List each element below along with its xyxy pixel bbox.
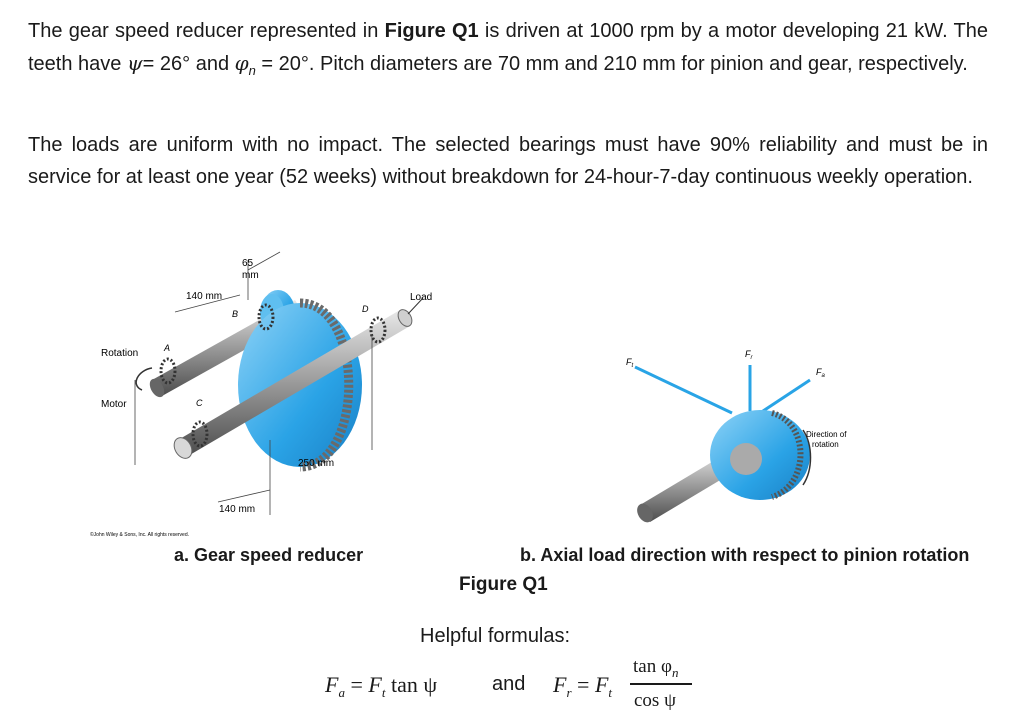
text-run: = 20°. Pitch diameters are 70 mm and 210… (255, 52, 968, 75)
dimension-140-top: 140 mm (186, 291, 222, 302)
load-arrow-icon (407, 297, 424, 315)
fr-label: Fr (745, 349, 754, 361)
formulas-heading: Helpful formulas: (420, 625, 571, 647)
direction-arrow-icon (802, 429, 812, 486)
rotation-label: Rotation (101, 348, 138, 359)
point-b-label: B (232, 309, 238, 319)
formula-radial-force-lhs: Fr = Ft (553, 672, 613, 700)
axial-load-diagram: Ft Fr Fa Direction of rotation (626, 349, 847, 523)
figure-title: Figure Q1 (459, 574, 548, 595)
dimension-mm: mm (242, 270, 259, 281)
load-label: Load (410, 292, 432, 303)
formula-axial-force: Fa = Ft tan ψ (325, 672, 438, 700)
and-word: and (492, 673, 526, 695)
dimension-250: 250 mm (298, 458, 334, 469)
text-run: = 26° and (142, 52, 235, 75)
fa-label: Fa (816, 367, 826, 379)
text-run: The gear speed reducer represented in (28, 20, 385, 42)
motor-label: Motor (101, 399, 127, 410)
rotation-arrow-icon (135, 367, 153, 391)
problem-paragraph-2: The loads are uniform with no impact. Th… (28, 134, 988, 188)
problem-paragraph-1: The gear speed reducer represented in Fi… (28, 16, 988, 86)
direction-label-line1: Direction of (806, 430, 847, 439)
caption-a: a. Gear speed reducer (174, 545, 364, 565)
phi-symbol: φ (234, 50, 249, 75)
text-run: is driven at 1000 rpm by a motor develop… (28, 20, 988, 75)
copyright-notice: ©John Wiley & Sons, Inc. All rights rese… (90, 531, 189, 538)
ft-label: Ft (626, 357, 634, 369)
phi-subscript: n (248, 62, 256, 78)
point-c-label: C (196, 398, 203, 408)
fraction-bar (630, 683, 692, 685)
caption-b: b. Axial load direction with respect to … (520, 545, 970, 565)
dimension-140-bottom: 140 mm (219, 504, 255, 515)
formula-fraction-denominator: cos ψ (634, 690, 676, 711)
point-d-label: D (362, 304, 369, 314)
pinion-gear (710, 410, 810, 500)
direction-label-line2: rotation (812, 440, 839, 449)
force-arrows (634, 365, 811, 415)
psi-symbol: ψ (126, 50, 143, 75)
dimension-65: 65 (242, 258, 254, 269)
dimension-lines (134, 251, 373, 515)
bearings (159, 303, 387, 448)
formula-fraction-numerator: tan φn (633, 656, 679, 680)
gear-speed-reducer-diagram: 65 mm 140 mm Rotation Motor Load A B C D… (90, 251, 432, 538)
point-a-label: A (163, 343, 170, 353)
figure-reference: Figure Q1 (384, 20, 479, 42)
